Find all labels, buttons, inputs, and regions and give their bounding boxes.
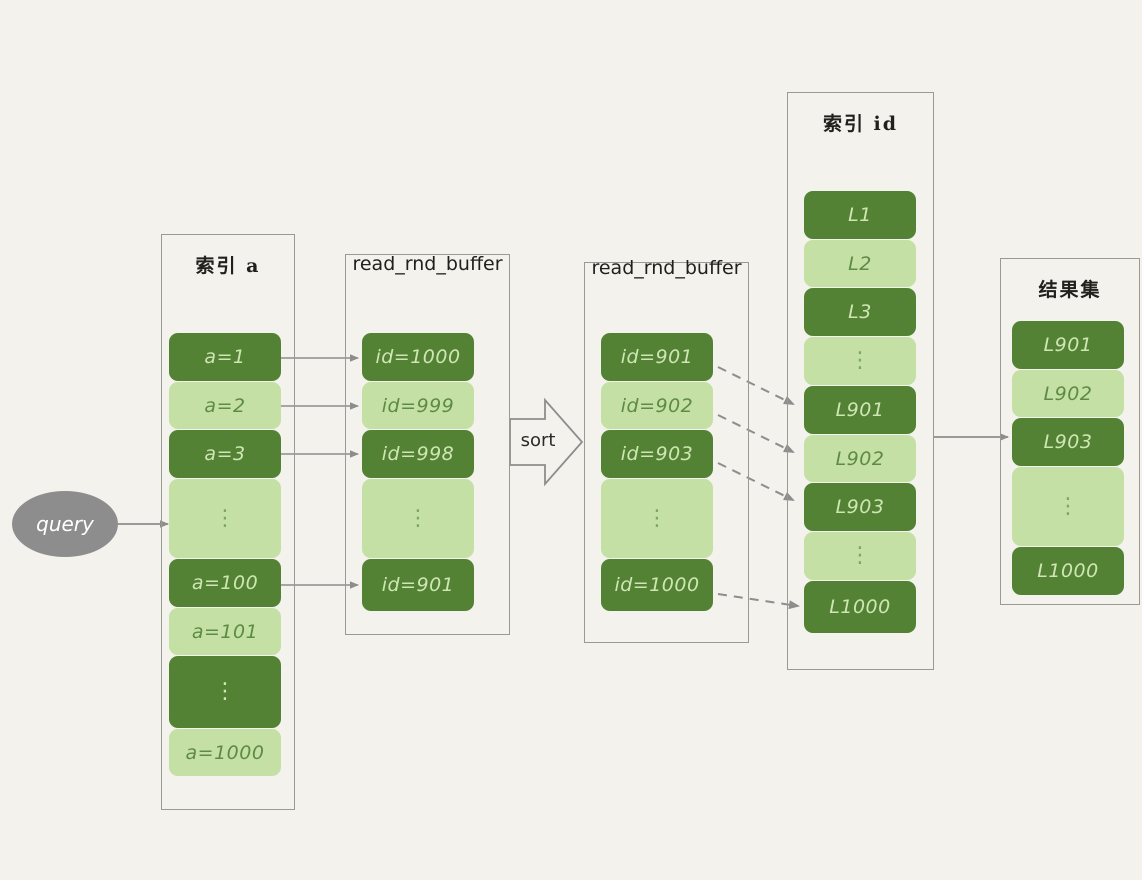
panel-index-a: 索引 a [161,234,295,810]
cell-index-id-2[interactable]: L3 [804,288,916,336]
query-node[interactable]: query [12,491,118,557]
cell-index-id-4[interactable]: L901 [804,386,916,434]
cell-buffer-unsorted-4[interactable]: id=901 [362,559,474,611]
cell-index-a-6[interactable]: ⋮ [169,656,281,728]
cell-result-set-2[interactable]: L903 [1012,418,1124,466]
sort-label: sort [520,430,556,451]
cell-index-id-7[interactable]: ⋮ [804,532,916,580]
cell-result-set-0[interactable]: L901 [1012,321,1124,369]
cell-index-a-7[interactable]: a=1000 [169,729,281,776]
cell-buffer-sorted-0[interactable]: id=901 [601,333,713,381]
cell-buffer-unsorted-3[interactable]: ⋮ [362,479,474,558]
cell-index-id-3[interactable]: ⋮ [804,337,916,385]
cell-result-set-1[interactable]: L902 [1012,370,1124,417]
cell-buffer-sorted-2[interactable]: id=903 [601,430,713,478]
cell-buffer-sorted-4[interactable]: id=1000 [601,559,713,611]
cell-index-a-2[interactable]: a=3 [169,430,281,478]
panel-result-set-title: 结果集 [1038,279,1102,301]
panel-buffer-unsorted-title: read_rnd_buffer [352,253,503,275]
cell-buffer-sorted-1[interactable]: id=902 [601,382,713,429]
cell-index-id-6[interactable]: L903 [804,483,916,531]
cell-index-id-8[interactable]: L1000 [804,581,916,633]
cell-buffer-sorted-3[interactable]: ⋮ [601,479,713,558]
cell-index-a-0[interactable]: a=1 [169,333,281,381]
panel-index-id: 索引 id [787,92,934,670]
cell-result-set-3[interactable]: ⋮ [1012,467,1124,546]
cell-index-id-0[interactable]: L1 [804,191,916,239]
cell-index-id-1[interactable]: L2 [804,240,916,287]
cell-index-a-3[interactable]: ⋮ [169,479,281,558]
panel-result-set: 结果集 [1000,258,1140,605]
cell-index-a-1[interactable]: a=2 [169,382,281,429]
cell-buffer-unsorted-1[interactable]: id=999 [362,382,474,429]
cell-index-id-5[interactable]: L902 [804,435,916,482]
cell-buffer-unsorted-0[interactable]: id=1000 [362,333,474,381]
panel-index-a-title: 索引 a [195,255,261,277]
panel-buffer-sorted-title: read_rnd_buffer [591,257,742,279]
cell-result-set-4[interactable]: L1000 [1012,547,1124,595]
panel-buffer-unsorted: read_rnd_buffer [345,253,510,635]
cell-index-a-5[interactable]: a=101 [169,608,281,655]
cell-buffer-unsorted-2[interactable]: id=998 [362,430,474,478]
panel-buffer-sorted: read_rnd_buffer [584,257,749,643]
panel-index-id-title: 索引 id [822,113,899,135]
cell-index-a-4[interactable]: a=100 [169,559,281,607]
